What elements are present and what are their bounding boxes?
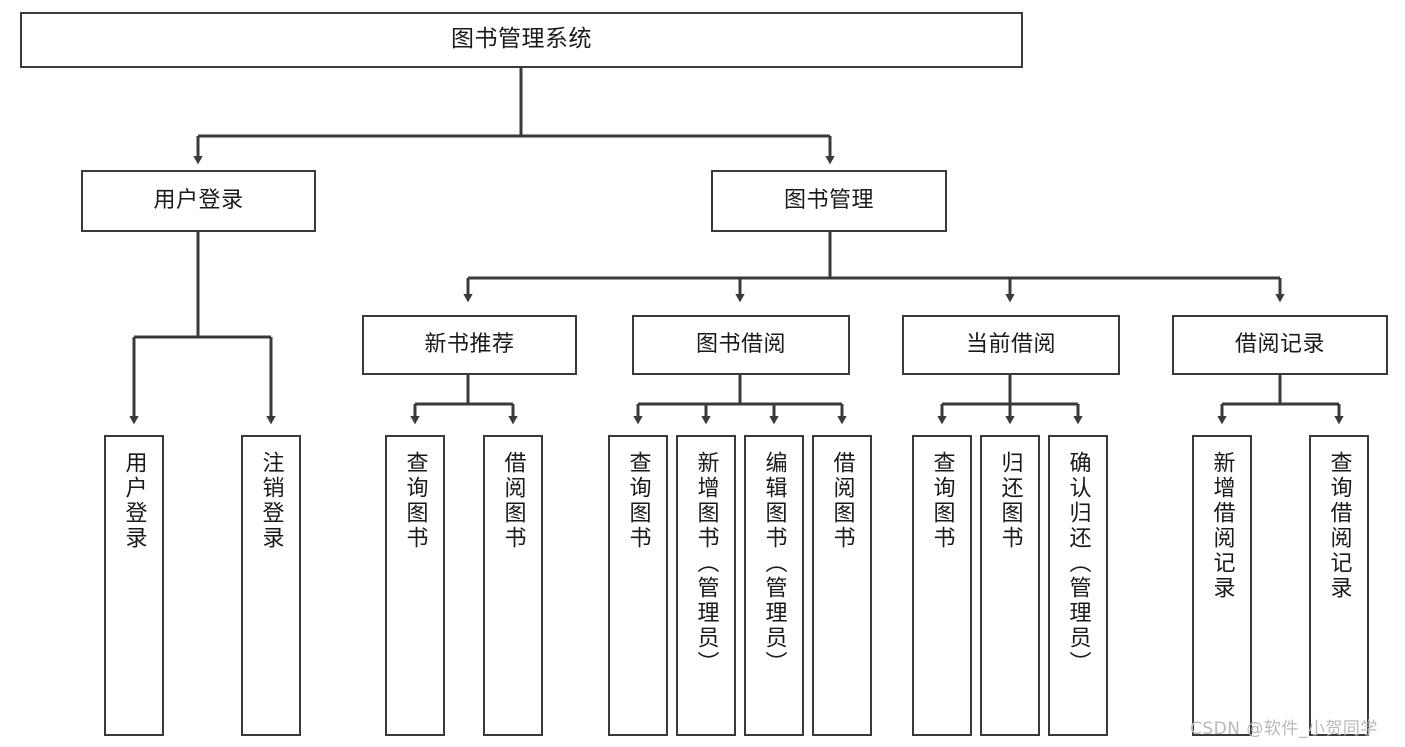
node-borrow-record[interactable]: 借阅记录 (1172, 315, 1388, 375)
node-label: 查询借阅记录 (1326, 451, 1352, 601)
node-label: 当前借阅 (965, 332, 1056, 358)
node-label: 借阅记录 (1234, 332, 1325, 358)
node-leaf-query-book-3[interactable]: 查询图书 (912, 435, 972, 736)
node-leaf-confirm-return[interactable]: 确认归还（管理员） (1048, 435, 1108, 736)
node-leaf-user-login[interactable]: 用户登录 (104, 435, 164, 736)
node-label: 注销登录 (258, 451, 284, 551)
node-label: 新增借阅记录 (1209, 451, 1235, 601)
node-label: 图书管理 (783, 188, 874, 214)
node-label: 借阅图书 (829, 451, 855, 551)
node-label: 图书管理系统 (451, 26, 592, 53)
node-current-borrow[interactable]: 当前借阅 (902, 315, 1120, 375)
node-book-management[interactable]: 图书管理 (711, 170, 947, 232)
node-leaf-add-record[interactable]: 新增借阅记录 (1192, 435, 1252, 736)
node-leaf-query-record[interactable]: 查询借阅记录 (1309, 435, 1369, 736)
node-label: 查询图书 (402, 451, 428, 551)
node-book-borrow[interactable]: 图书借阅 (632, 315, 850, 375)
node-label: 归还图书 (997, 451, 1023, 551)
node-label: 查询图书 (625, 451, 651, 551)
node-label: 编辑图书（管理员） (761, 451, 787, 676)
node-leaf-borrow-book-1[interactable]: 借阅图书 (483, 435, 543, 736)
node-book-management-system[interactable]: 图书管理系统 (20, 12, 1023, 68)
node-label: 查询图书 (929, 451, 955, 551)
node-label: 新增图书（管理员） (693, 451, 719, 676)
node-leaf-logout-login[interactable]: 注销登录 (241, 435, 301, 736)
node-label: 借阅图书 (500, 451, 526, 551)
node-new-book-recommend[interactable]: 新书推荐 (362, 315, 577, 375)
node-user-login[interactable]: 用户登录 (81, 170, 316, 232)
node-label: 确认归还（管理员） (1065, 451, 1091, 676)
node-leaf-query-book-1[interactable]: 查询图书 (385, 435, 445, 736)
node-label: 用户登录 (153, 188, 244, 214)
node-label: 图书借阅 (695, 332, 786, 358)
node-leaf-borrow-book-2[interactable]: 借阅图书 (812, 435, 872, 736)
watermark: CSDN @软件_小贺同学 (1190, 719, 1378, 739)
node-leaf-add-book[interactable]: 新增图书（管理员） (676, 435, 736, 736)
node-label: 新书推荐 (424, 332, 515, 358)
node-leaf-return-book[interactable]: 归还图书 (980, 435, 1040, 736)
node-leaf-edit-book[interactable]: 编辑图书（管理员） (744, 435, 804, 736)
node-label: 用户登录 (121, 451, 147, 551)
node-leaf-query-book-2[interactable]: 查询图书 (608, 435, 668, 736)
